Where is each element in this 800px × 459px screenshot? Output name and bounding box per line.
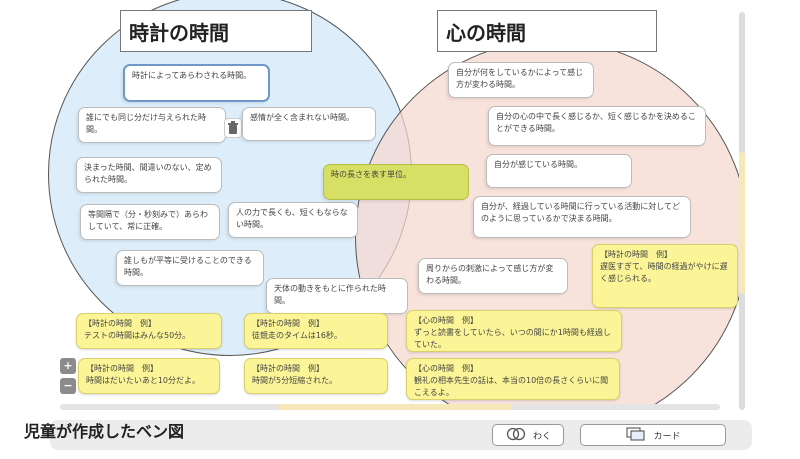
example-card-body: 観礼の相本先生の話は、本当の10倍の長さくらいに聞こえるよ。 [414, 376, 609, 397]
right-circle-title[interactable]: 心の時間 [437, 10, 657, 52]
card-icon [625, 426, 647, 444]
horizontal-scroll-thumb[interactable] [278, 404, 512, 410]
example-card-head: 【時計の時間 例】 [252, 319, 324, 328]
horizontal-scrollbar[interactable] [60, 404, 720, 410]
example-card[interactable]: 【時計の時間 例】 テストの時間はみんな50分。 [76, 313, 222, 349]
example-card[interactable]: 【心の時間 例】 ずっと読書をしていたら、いつの間にか1時間も経過していた。 [406, 310, 622, 352]
zoom-out-icon[interactable]: − [60, 378, 76, 394]
example-card-head: 【時計の時間 例】 [86, 364, 158, 373]
card[interactable]: 自分が何をしているかによって感じ方が変わる時間。 [448, 62, 594, 98]
example-card-head: 【時計の時間 例】 [84, 319, 156, 328]
example-card-head: 【心の時間 例】 [414, 316, 478, 325]
example-card-body: テストの時間はみんな50分。 [84, 331, 191, 340]
card[interactable]: 時の長さを表す単位。 [323, 164, 469, 200]
venn-icon [505, 427, 527, 444]
venn-button-label: わく [532, 431, 551, 442]
card[interactable]: 周りからの刺激によって感じ方が変わる時間。 [418, 258, 568, 294]
card[interactable]: 等間隔で（分・秒刻みで）あらわしていて、常に正確。 [80, 204, 220, 240]
left-circle-title[interactable]: 時計の時間 [120, 10, 312, 52]
example-card-body: ずっと読書をしていたら、いつの間にか1時間も経過していた。 [414, 328, 611, 349]
card[interactable]: 天体の動きをもとに作られた時間。 [266, 278, 408, 314]
example-card-body: 時間が5分短縮された。 [252, 376, 338, 385]
vertical-scrollbar[interactable] [739, 12, 745, 410]
card[interactable]: 感情が全く含まれない時間。 [242, 107, 376, 141]
card[interactable]: 自分が感じている時間。 [486, 154, 632, 188]
example-card-body: 遅医すぎて、時間の経過がやけに遅く感じられる。 [600, 262, 728, 283]
trash-icon[interactable] [224, 118, 242, 138]
example-card[interactable]: 【心の時間 例】 観礼の相本先生の話は、本当の10倍の長さくらいに聞こえるよ。 [406, 358, 620, 400]
vertical-scroll-thumb[interactable] [739, 152, 745, 294]
venn-canvas[interactable]: 時計の時間 心の時間 時計によってあらわされる時間。 誰にでも同じ分だけ与えられ… [0, 0, 740, 410]
card[interactable]: 人の力で長くも、短くもならない時間。 [228, 202, 358, 238]
example-card-body: 時間はだいたいあと10分だよ。 [86, 376, 201, 385]
example-card[interactable]: 【時計の時間 例】 徒競走のタイムは16秒。 [244, 313, 388, 349]
card-button-label: カード [653, 431, 681, 442]
card[interactable]: 誰にでも同じ分だけ与えられた時間。 [78, 107, 226, 143]
example-card-head: 【時計の時間 例】 [252, 364, 324, 373]
zoom-in-icon[interactable]: + [60, 358, 76, 374]
example-card[interactable]: 【時計の時間 例】 時間が5分短縮された。 [244, 358, 388, 394]
example-card-head: 【心の時間 例】 [414, 364, 478, 373]
card[interactable]: 決まった時間、間違いのない、定められた時間。 [76, 157, 222, 193]
card[interactable]: 時計によってあらわされる時間。 [123, 64, 270, 102]
card[interactable]: 誰しもが平等に受けることのできる時間。 [116, 250, 264, 286]
example-card[interactable]: 【時計の時間 例】 遅医すぎて、時間の経過がやけに遅く感じられる。 [592, 244, 738, 308]
card-button[interactable]: カード [580, 424, 726, 446]
card[interactable]: 自分の心の中で長く感じるか、短く感じるかを決めることができる時間。 [488, 106, 706, 146]
page-title: 児童が作成したベン図 [24, 422, 185, 441]
example-card[interactable]: 【時計の時間 例】 時間はだいたいあと10分だよ。 [78, 358, 220, 394]
example-card-head: 【時計の時間 例】 [600, 250, 672, 259]
card[interactable]: 自分が、経過している時間に行っている活動に対してどのように思っているかで決まる時… [473, 196, 691, 238]
venn-frame-button[interactable]: わく [492, 424, 564, 446]
example-card-body: 徒競走のタイムは16秒。 [252, 331, 343, 340]
